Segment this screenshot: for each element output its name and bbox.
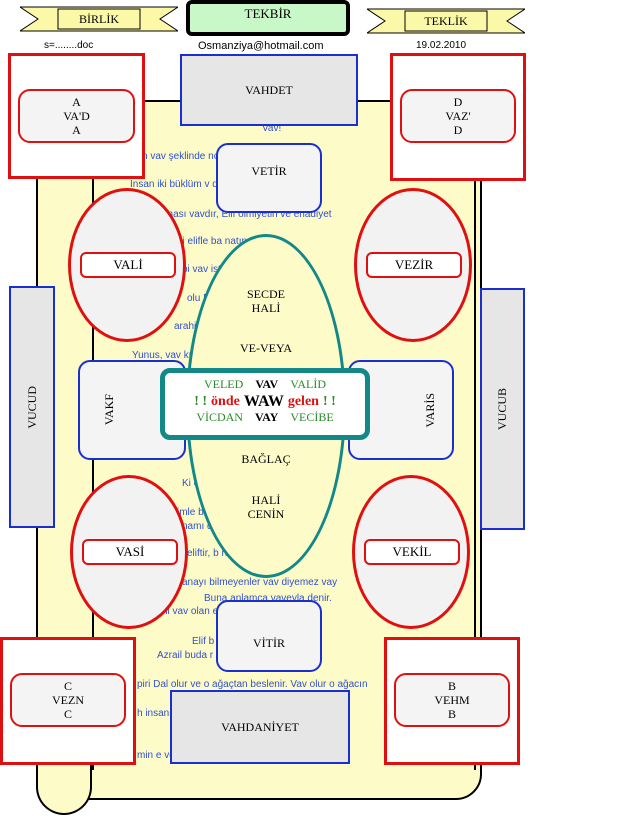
vezir-label: VEZİR xyxy=(394,257,434,272)
birlik-label: BİRLİK xyxy=(79,11,119,26)
vucub-label: VUCUB xyxy=(495,387,509,430)
veled-word: VELED xyxy=(203,376,244,391)
vetir-label: VETİR xyxy=(251,163,287,178)
corner-text: B xyxy=(447,679,456,693)
secde-label: SECDE xyxy=(246,287,285,301)
vahdaniyet-label: VAHDANİYET xyxy=(221,719,299,734)
corner-bottom-right-inner: B VEHM B xyxy=(394,673,510,727)
corner-bottom-left-inner: C VEZN C xyxy=(10,673,126,727)
corner-top-left: A VA'D A xyxy=(8,53,145,179)
text-line: ni vav olan enlerin ha xyxy=(162,606,257,617)
baglac-label: BAĞLAÇ xyxy=(241,452,291,466)
vekil-label: VEKİL xyxy=(392,544,432,559)
teklik-label: TEKLİK xyxy=(424,13,468,28)
text-line: Buna anlamca vaveyla denir. xyxy=(204,593,332,604)
text-line: min e velile xyxy=(137,750,188,761)
vucub-box: VUCUB xyxy=(480,288,525,530)
center-row-1: VELED VAV VALİD xyxy=(165,376,365,392)
vekil-ellipse: VEKİL xyxy=(352,475,470,629)
vahdet-label: VAHDET xyxy=(245,82,293,97)
vetir-box: VETİR xyxy=(216,143,322,213)
once-word: önde xyxy=(211,394,240,409)
birlik-banner xyxy=(20,6,178,32)
corner-top-right: D VAZ' D xyxy=(390,53,526,181)
vecibe-word: VECİBE xyxy=(290,409,334,424)
text-line: piri Dal olur ve o ağaçtan beslenir. Vav… xyxy=(137,679,368,690)
teklik-banner xyxy=(367,8,525,34)
vitir-label: VİTİR xyxy=(253,635,285,650)
vav-word: VAV xyxy=(255,376,279,391)
corner-bottom-left: C VEZN C xyxy=(0,637,136,765)
tekbir-label: TEKBİR xyxy=(244,6,292,21)
vakf-label: VAKF xyxy=(101,394,116,426)
corner-text: VEZN xyxy=(52,693,84,707)
corner-text: B xyxy=(447,707,456,721)
corner-text: A xyxy=(72,123,81,137)
center-word-box xyxy=(160,368,370,440)
valid-word: VALİD xyxy=(290,376,326,391)
vasi-label-box: VASİ xyxy=(82,539,178,565)
corner-text: C xyxy=(63,679,72,693)
vahdet-box: VAHDET xyxy=(180,54,358,126)
corner-text: D xyxy=(453,123,463,137)
vucud-box: VUCUD xyxy=(9,286,55,528)
vali-ellipse: VALİ xyxy=(68,188,186,342)
text-line: imle belki xyxy=(177,507,219,518)
varis-label: VARİS xyxy=(422,392,437,428)
vucud-label: VUCUD xyxy=(24,385,39,429)
text-line: Azrail buda r çıkar sesler xyxy=(157,650,268,661)
center-row-3: VİCDAN VAY VECİBE xyxy=(165,409,365,425)
vitir-box: VİTİR xyxy=(216,600,322,672)
vezir-ellipse: VEZİR xyxy=(354,188,472,342)
text-line: anası vavdır, Elif olmiyetin ve ehadiyet xyxy=(162,209,332,220)
corner-top-left-inner: A VA'D A xyxy=(18,89,135,143)
vasi-ellipse: VASİ xyxy=(70,475,188,629)
doc-filename: s=........doc xyxy=(44,40,94,51)
corner-text: D xyxy=(453,95,463,109)
text-line: Vav! xyxy=(262,123,282,134)
gelen-word: gelen xyxy=(287,394,319,409)
email-address: Osmanziya@hotmail.com xyxy=(198,40,324,52)
center-row-2: ! ! önde WAW gelen ! ! xyxy=(165,392,365,412)
corner-text: VEHM xyxy=(434,693,470,707)
hali-bottom-label: HALİ xyxy=(251,493,281,507)
vay-word: VAY xyxy=(254,409,279,424)
vali-label-box: VALİ xyxy=(80,252,176,278)
tekbir-box: TEKBİR xyxy=(186,0,350,36)
corner-bottom-right: B VEHM B xyxy=(384,637,520,765)
corner-top-right-inner: D VAZ' D xyxy=(400,89,516,143)
vezir-label-box: VEZİR xyxy=(366,252,462,278)
corner-text: VA'D xyxy=(63,109,90,123)
date-label: 19.02.2010 xyxy=(416,40,467,51)
text-line: anayı bilmeyenler vav diyemez vay xyxy=(182,577,338,588)
corner-text: A xyxy=(72,95,81,109)
corner-text: C xyxy=(63,707,72,721)
text-line: namı durm xyxy=(182,521,230,532)
exclaim-right: ! ! xyxy=(322,394,336,409)
exclaim-left: ! ! xyxy=(194,394,208,409)
hali-top-label: HALİ xyxy=(251,301,281,315)
vahdaniyet-box: VAHDANİYET xyxy=(170,690,350,764)
text-line: hi elifle ba natın anahta xyxy=(177,236,281,247)
vasi-label: VASİ xyxy=(115,544,145,559)
cenin-label: CENİN xyxy=(247,507,285,521)
text-line: İnsan iki büklüm v duğu gün ölmüştür. xyxy=(130,179,298,190)
text-line: bi vav ister ku xyxy=(182,264,244,275)
waw-word: WAW xyxy=(243,393,284,410)
vekil-label-box: VEKİL xyxy=(364,539,460,565)
vicdan-word: VİCDAN xyxy=(196,409,243,424)
vali-label: VALİ xyxy=(113,257,143,272)
text-line: n vav şeklinde nca kendini el xyxy=(142,151,270,162)
corner-text: VAZ' xyxy=(445,109,471,123)
ve-veya-label: VE-VEYA xyxy=(240,341,292,355)
